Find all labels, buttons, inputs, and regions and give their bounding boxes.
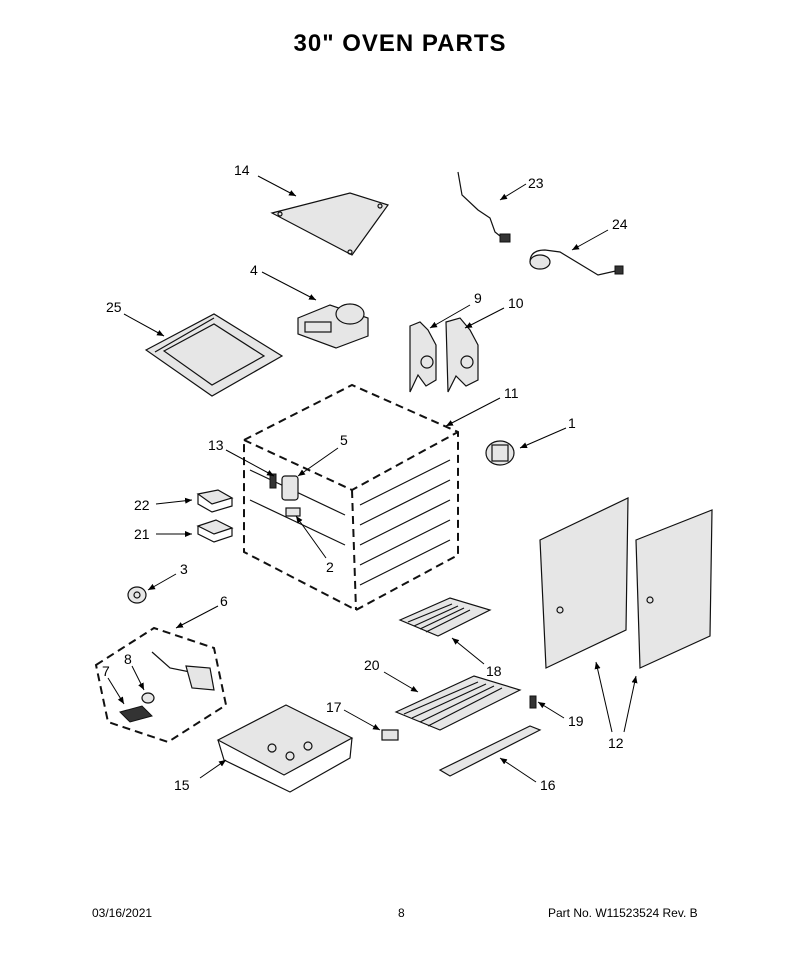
callout-13: 13 (208, 437, 224, 453)
callout-4: 4 (250, 262, 258, 278)
part-1-sensor (485, 440, 515, 466)
part-8-bulb (141, 692, 155, 704)
part-12-side-panels (539, 497, 713, 669)
footer-page-number: 8 (398, 906, 405, 920)
callout-16: 16 (540, 777, 556, 793)
callout-21: 21 (134, 526, 150, 542)
part-23-tube (457, 171, 511, 243)
callout-25: 25 (106, 299, 122, 315)
part-11-oven-cavity (243, 383, 459, 612)
part-6-light-assembly (94, 626, 228, 744)
callout-20: 20 (364, 657, 380, 673)
part-25-frame (144, 313, 284, 397)
part-24-burner-tube (529, 249, 624, 276)
callout-18: 18 (486, 663, 502, 679)
part-17-clip (381, 729, 399, 741)
page-title: 30" OVEN PARTS (293, 30, 507, 57)
part-4-latch-assembly (297, 303, 369, 349)
callout-8: 8 (124, 651, 132, 667)
part-9-hinge (409, 321, 437, 393)
part-3-knob (127, 586, 147, 604)
callout-17: 17 (326, 699, 342, 715)
part-16-rail (438, 725, 542, 777)
part-21-block (196, 519, 234, 543)
callout-22: 22 (134, 497, 150, 513)
leader-lines (107, 175, 638, 783)
part-19-screw (529, 695, 537, 709)
callout-3: 3 (180, 561, 188, 577)
callout-7: 7 (102, 663, 110, 679)
part-18-element (398, 597, 492, 637)
part-2-plate (285, 507, 301, 517)
part-7-lens (119, 705, 153, 723)
callout-14: 14 (234, 162, 250, 178)
part-5-bracket (281, 475, 299, 501)
footer-part-number: Part No. W11523524 Rev. B (548, 906, 698, 920)
callout-15: 15 (174, 777, 190, 793)
part-14-top-plate (270, 192, 389, 256)
footer-date: 03/16/2021 (92, 906, 153, 920)
callout-5: 5 (340, 432, 348, 448)
callout-2: 2 (326, 559, 334, 575)
callout-23: 23 (528, 175, 544, 191)
part-10-hinge (445, 317, 479, 393)
callout-6: 6 (220, 593, 228, 609)
part-22-clip (196, 489, 234, 513)
callout-19: 19 (568, 713, 584, 729)
callout-12: 12 (608, 735, 624, 751)
part-13-screw (269, 473, 277, 489)
callout-24: 24 (612, 216, 628, 232)
callout-9: 9 (474, 290, 482, 306)
callout-11: 11 (504, 385, 519, 401)
part-20-element (394, 675, 522, 731)
callout-1: 1 (568, 415, 576, 431)
part-15-pan (216, 704, 354, 793)
callout-10: 10 (508, 295, 524, 311)
